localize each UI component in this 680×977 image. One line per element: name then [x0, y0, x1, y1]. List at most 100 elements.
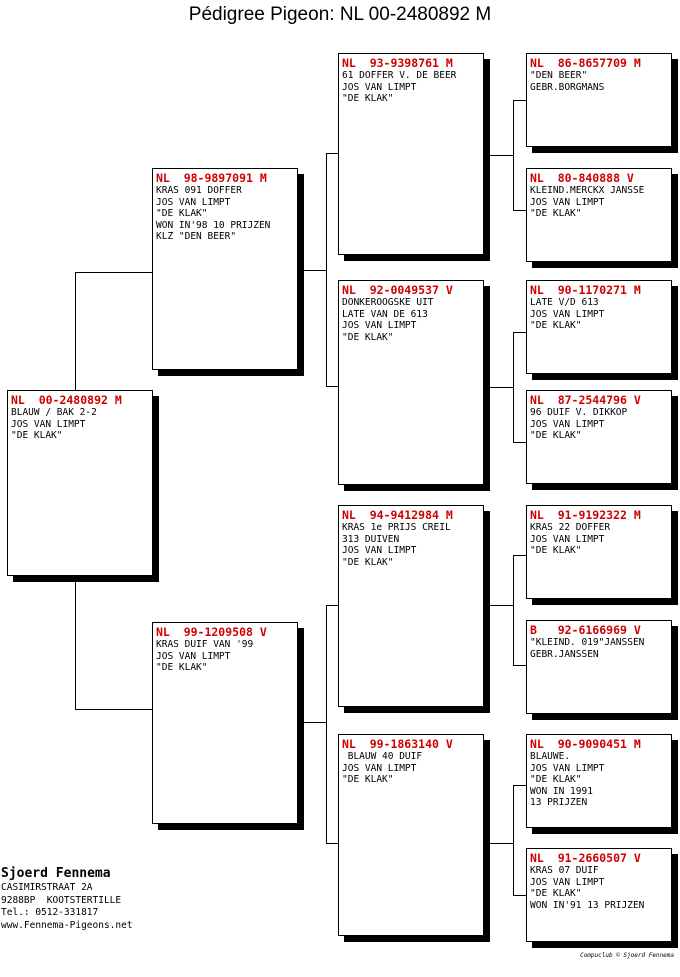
connector-line [326, 153, 327, 386]
connector-line [75, 709, 153, 710]
bird-info-line: JOS VAN LIMPT [156, 196, 231, 208]
bird-info-line: JOS VAN LIMPT [342, 545, 417, 556]
bird-ring-number: NL 80-840888 V [530, 171, 634, 185]
bird-info-line: KRAS 1e PRIJS CREIL [342, 522, 451, 533]
bird-card-great-grandparent: NL 80-840888 V KLEIND.MERCKX JANSSE JOS … [526, 168, 672, 262]
bird-card-maternal-grandfather: NL 94-9412984 M KRAS 1e PRIJS CREIL 313 … [338, 505, 484, 707]
bird-info-line: "DE KLAK" [342, 556, 394, 568]
bird-card-maternal-grandmother: NL 99-1863140 V BLAUW 40 DUIF JOS VAN LI… [338, 734, 484, 936]
bird-info-line: DONKEROOGSKE UIT [342, 297, 434, 308]
connector-line [513, 210, 527, 211]
bird-info-line: KRAS 07 DUIF [530, 865, 599, 876]
bird-card-mother: NL 99-1209508 V KRAS DUIF VAN '99 JOS VA… [152, 622, 298, 824]
bird-info-line: JOS VAN LIMPT [530, 308, 605, 320]
bird-info-line: KLEIND.MERCKX JANSSE [530, 185, 645, 196]
bird-ring-number: NL 98-9897091 M [156, 171, 267, 185]
connector-line [297, 270, 326, 271]
bird-info-line: "DE KLAK" [530, 320, 582, 331]
connector-line [513, 332, 514, 442]
breeder-info: Sjoerd Fennema CASIMIRSTRAAT 2A 9288BP K… [1, 866, 133, 932]
bird-card-great-grandparent: NL 91-9192322 M KRAS 22 DOFFER JOS VAN L… [526, 505, 672, 599]
bird-info-line: "DE KLAK" [530, 774, 582, 785]
breeder-address: CASIMIRSTRAAT 2A [1, 882, 93, 893]
connector-line [513, 442, 527, 443]
bird-info-line: "DEN BEER" [530, 70, 588, 81]
connector-line [326, 843, 340, 844]
bird-ring-number: NL 87-2544796 V [530, 393, 641, 407]
bird-info-line: "DE KLAK" [342, 774, 394, 785]
connector-line [513, 555, 527, 556]
connector-line [297, 722, 326, 723]
bird-ring-number: NL 91-9192322 M [530, 508, 641, 522]
connector-line [513, 665, 527, 666]
breeder-name: Sjoerd Fennema [1, 866, 111, 881]
bird-info-line: LATE V/D 613 [530, 297, 599, 308]
page-title: Pédigree Pigeon: NL 00-2480892 M [188, 4, 492, 25]
bird-ring-number: NL 94-9412984 M [342, 508, 453, 522]
bird-card-paternal-grandfather: NL 93-9398761 M 61 DOFFER V. DE BEER JOS… [338, 53, 484, 255]
connector-line [513, 100, 527, 101]
bird-info-line: WON IN 1991 [530, 785, 593, 797]
bird-info-line: JOS VAN LIMPT [342, 81, 417, 93]
bird-ring-number: NL 99-1209508 V [156, 625, 267, 639]
bird-info-line: GEBR.BORGMANS [530, 81, 605, 93]
breeder-website[interactable]: www.Fennema-Pigeons.net [1, 919, 133, 931]
bird-ring-number: NL 86-8657709 M [530, 56, 641, 70]
bird-info-line: BLAUW 40 DUIF [342, 751, 423, 762]
bird-info-line: JOS VAN LIMPT [11, 418, 86, 430]
bird-info-line: "DE KLAK" [11, 430, 63, 441]
connector-line [483, 605, 513, 606]
connector-line [483, 387, 513, 388]
connector-line [513, 555, 514, 665]
bird-card-great-grandparent: NL 87-2544796 V 96 DUIF V. DIKKOP JOS VA… [526, 390, 672, 484]
bird-info-line: KRAS 22 DOFFER [530, 522, 611, 533]
connector-line [75, 272, 153, 273]
bird-ring-number: NL 90-9090451 M [530, 737, 641, 751]
connector-line [326, 605, 327, 843]
bird-info-line: JOS VAN LIMPT [156, 650, 231, 662]
bird-info-line: JOS VAN LIMPT [530, 196, 605, 208]
bird-card-great-grandparent: B 92-6166969 V "KLEIND. 019"JANSSEN GEBR… [526, 620, 672, 714]
bird-ring-number: NL 00-2480892 M [11, 393, 122, 407]
breeder-city: 9288BP KOOTSTERTILLE [1, 894, 122, 906]
bird-info-line: 13 PRIJZEN [530, 797, 588, 808]
bird-info-line: "KLEIND. 019"JANSSEN [530, 637, 645, 648]
bird-ring-number: B 92-6166969 V [530, 623, 641, 637]
bird-info-line: BLAUWE. [530, 751, 571, 762]
connector-line [483, 843, 513, 844]
bird-info-line: 61 DOFFER V. DE BEER [342, 70, 457, 81]
credit-text: Compuclub © Sjoerd Fennema [580, 952, 674, 959]
bird-info-line: WON IN'91 13 PRIJZEN [530, 899, 645, 911]
breeder-phone: Tel.: 0512-331817 [1, 907, 99, 918]
connector-line [513, 332, 527, 333]
bird-info-line: LATE VAN DE 613 [342, 308, 428, 320]
bird-info-line: KRAS 091 DOFFER [156, 185, 242, 196]
connector-line [513, 785, 527, 786]
bird-info-line: "DE KLAK" [530, 430, 582, 441]
bird-ring-number: NL 99-1863140 V [342, 737, 453, 751]
bird-info-line: JOS VAN LIMPT [530, 418, 605, 430]
bird-ring-number: NL 91-2660507 V [530, 851, 641, 865]
bird-info-line: JOS VAN LIMPT [530, 762, 605, 774]
bird-card-great-grandparent: NL 90-9090451 M BLAUWE. JOS VAN LIMPT "D… [526, 734, 672, 828]
bird-info-line: KRAS DUIF VAN '99 [156, 639, 254, 650]
bird-card-great-grandparent: NL 86-8657709 M "DEN BEER" GEBR.BORGMANS [526, 53, 672, 147]
bird-ring-number: NL 92-0049537 V [342, 283, 453, 297]
connector-line [326, 153, 340, 154]
connector-line [326, 386, 340, 387]
bird-ring-number: NL 90-1170271 M [530, 283, 641, 297]
bird-info-line: BLAUW / BAK 2-2 [11, 407, 97, 418]
bird-card-subject: NL 00-2480892 M BLAUW / BAK 2-2 JOS VAN … [7, 390, 153, 576]
bird-card-paternal-grandmother: NL 92-0049537 V DONKEROOGSKE UIT LATE VA… [338, 280, 484, 485]
bird-card-father: NL 98-9897091 M KRAS 091 DOFFER JOS VAN … [152, 168, 298, 370]
bird-info-line: 313 DUIVEN [342, 533, 400, 545]
bird-card-great-grandparent: NL 91-2660507 V KRAS 07 DUIF JOS VAN LIM… [526, 848, 672, 942]
bird-info-line: JOS VAN LIMPT [342, 762, 417, 774]
bird-info-line: "DE KLAK" [156, 662, 208, 673]
bird-info-line: WON IN'98 10 PRIJZEN [156, 219, 271, 231]
connector-line [513, 100, 514, 210]
bird-info-line: "DE KLAK" [342, 93, 394, 104]
bird-info-line: JOS VAN LIMPT [530, 533, 605, 545]
bird-info-line: "DE KLAK" [342, 331, 394, 343]
bird-info-line: "DE KLAK" [156, 208, 208, 219]
